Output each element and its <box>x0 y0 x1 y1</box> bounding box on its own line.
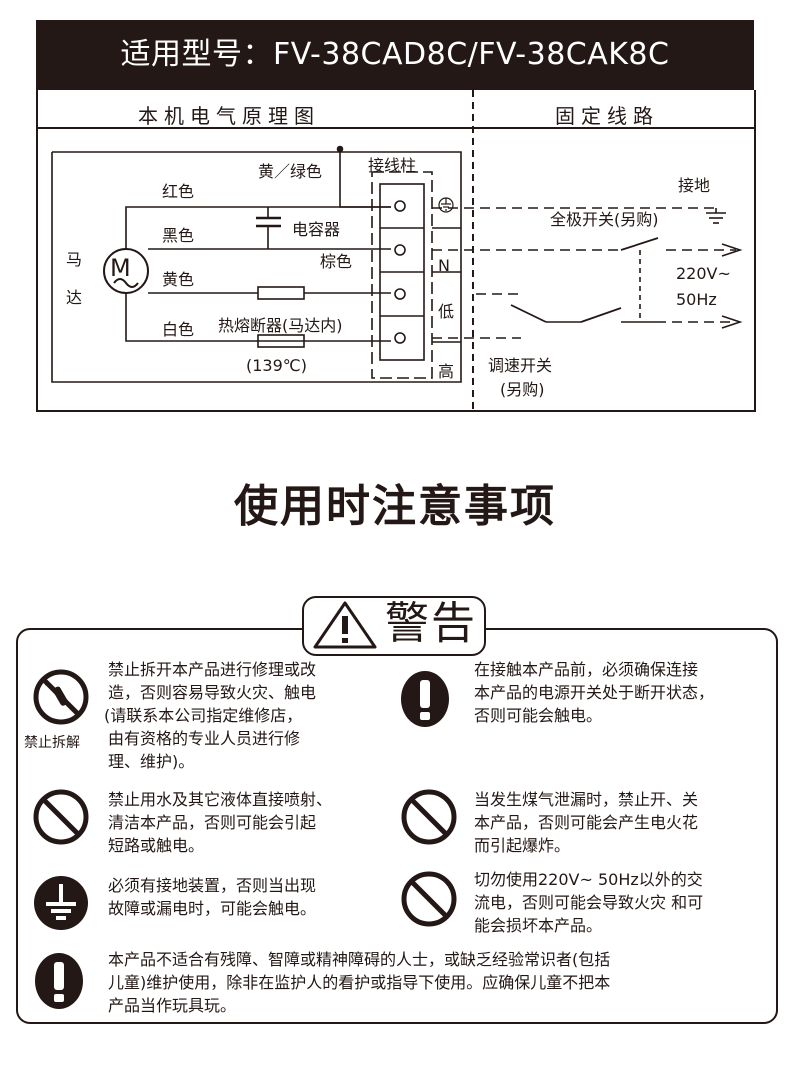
warning-text-7: 本产品不适合有残障、智障或精神障碍的人士，或缺乏经验常识者(包括 儿童)维护使用… <box>108 950 611 1015</box>
label-yellow-green: 黄／绿色 <box>258 162 323 181</box>
prohibited-icon <box>33 789 89 845</box>
model-header: 适用型号：FV-38CAD8C/FV-38CAK8C <box>36 20 754 90</box>
label-white: 白色 <box>162 320 195 339</box>
label-ground: 接地 <box>678 176 711 195</box>
label-terminal-high: 高 <box>438 362 455 381</box>
warning-text-3: 禁止用水及其它液体直接喷射、 清洁本产品，否则可能会引起 短路或触电。 <box>108 790 333 855</box>
section-title-fixed-wiring: 固定线路 <box>555 104 659 128</box>
motor-letter: M <box>110 254 131 282</box>
warning-word: 警告 <box>385 598 477 649</box>
label-motor-2: 达 <box>66 288 83 307</box>
mandatory-action-icon <box>35 953 83 1009</box>
prohibited-icon <box>401 871 457 927</box>
label-red: 红色 <box>162 182 195 201</box>
label-yellow: 黄色 <box>162 270 195 289</box>
label-fuse-temp: (139℃) <box>246 356 307 375</box>
wiring-diagram <box>36 90 754 410</box>
label-terminal-block: 接线柱 <box>368 156 417 175</box>
no-disassembly-label: 禁止拆解 <box>24 735 80 751</box>
warning-text-2: 在接触本产品前，必须确保连接 本产品的电源开关处于断开状态， 否则可能会触电。 <box>474 660 715 725</box>
warning-triangle-icon <box>313 601 377 649</box>
label-thermal-fuse: 热熔断器(马达内) <box>218 316 343 335</box>
label-capacitor: 电容器 <box>292 220 341 239</box>
warning-text-4: 当发生煤气泄漏时，禁止开、关 本产品，否则可能会产生电火花 而引起爆炸。 <box>474 790 699 855</box>
label-black: 黑色 <box>162 226 195 245</box>
label-supply-freq: 50Hz <box>676 290 717 309</box>
label-speed-switch-note: (另购) <box>500 380 545 399</box>
label-motor-1: 马 <box>66 250 83 269</box>
section-title-schematic: 本机电气原理图 <box>138 104 320 128</box>
label-all-pole-switch: 全极开关(另购) <box>550 210 659 229</box>
no-disassembly-icon <box>33 669 89 725</box>
prohibited-icon <box>401 789 457 845</box>
label-brown: 棕色 <box>320 252 353 271</box>
label-terminal-low: 低 <box>438 302 455 321</box>
warning-text-1: 禁止拆开本产品进行修理或改 造，否则容易导致火灾、触电 (请联系本公司指定维修店… <box>104 660 317 771</box>
motor-tilde-icon <box>113 278 139 288</box>
ground-icon <box>34 876 88 930</box>
warning-text-5: 必须有接地装置，否则当出现 故障或漏电时，可能会触电。 <box>108 876 317 918</box>
label-speed-switch: 调速开关 <box>488 356 553 375</box>
schematic-frame <box>36 90 756 412</box>
warning-text-6: 切勿使用220V~ 50Hz以外的交 流电，否则可能会导致火灾 和可 能会损坏本… <box>474 870 704 935</box>
mandatory-action-icon <box>401 671 449 727</box>
main-title: 使用时注意事项 <box>234 481 556 532</box>
label-terminal-n: N <box>438 256 450 275</box>
label-supply-voltage: 220V~ <box>676 264 731 283</box>
